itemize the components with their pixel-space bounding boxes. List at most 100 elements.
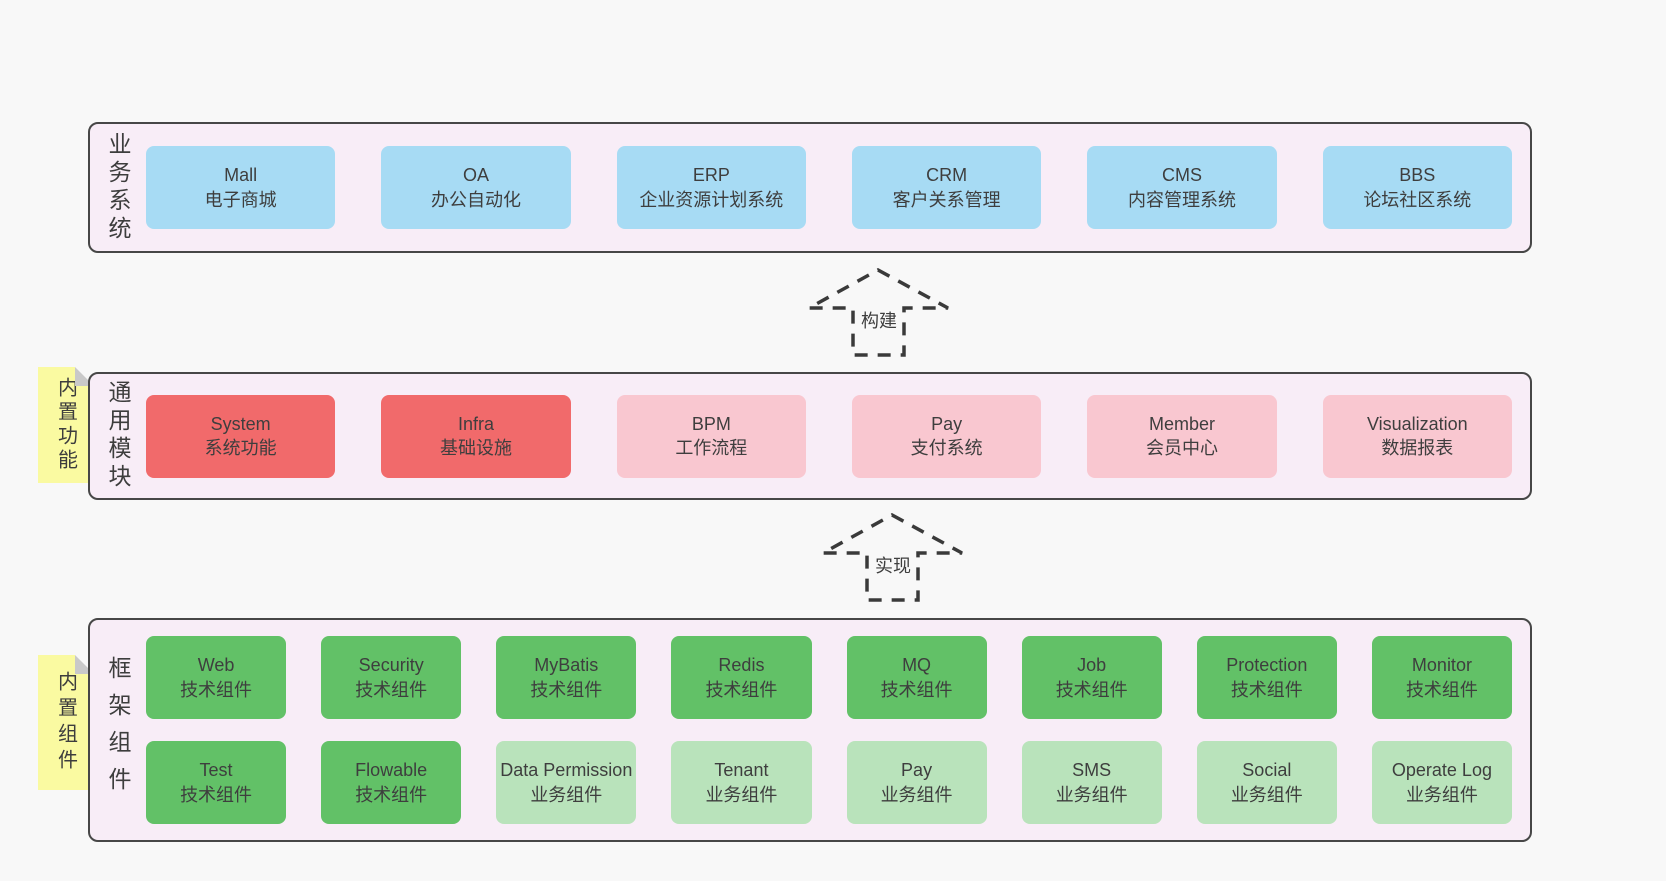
box-flowable: Flowable 技术组件 [321, 741, 462, 824]
layer-label-common-modules: 通用模块 [105, 380, 131, 492]
implement-arrow: 实现 [820, 512, 966, 604]
box-title: ERP [692, 165, 730, 186]
box-pay-module: Pay 支付系统 [851, 394, 1042, 478]
box-subtitle: 电子商城 [204, 189, 277, 210]
box-title: Job [1077, 655, 1107, 676]
box-social: Social 业务组件 [1196, 741, 1337, 824]
box-title: Pay [901, 760, 933, 781]
layer-label-framework-components: 框架组件 [105, 656, 131, 804]
box-pay-component: Pay 业务组件 [846, 741, 987, 824]
box-sms: SMS 业务组件 [1021, 741, 1162, 824]
box-subtitle: 技术组件 [880, 679, 953, 700]
box-subtitle: 技术组件 [180, 784, 253, 805]
box-subtitle: 业务组件 [705, 784, 778, 805]
box-subtitle: 企业资源计划系统 [639, 189, 784, 210]
sticky-tag-label: 内置功能 [54, 377, 77, 473]
box-subtitle: 工作流程 [675, 438, 748, 458]
box-oa: OA 办公自动化 [381, 146, 571, 229]
box-title: Data Permission [500, 760, 633, 781]
box-redis: Redis 技术组件 [671, 636, 812, 719]
common-modules-panel: 通用模块 System 系统功能 Infra 基础设施 BPM 工作流程 Pay… [88, 372, 1532, 500]
sticky-tag-built-in-components: 内置组件 [38, 655, 94, 790]
box-subtitle: 基础设施 [439, 438, 512, 458]
box-subtitle: 技术组件 [1230, 679, 1303, 700]
box-title: Visualization [1366, 413, 1468, 434]
box-subtitle: 业务组件 [880, 784, 953, 805]
box-mall: Mall 电子商城 [146, 146, 336, 229]
box-mq: MQ 技术组件 [846, 636, 987, 719]
box-visualization: Visualization 数据报表 [1322, 394, 1512, 478]
box-title: Operate Log [1391, 760, 1492, 781]
box-protection: Protection 技术组件 [1196, 636, 1337, 719]
box-title: Member [1148, 413, 1215, 434]
box-cms: CMS 内容管理系统 [1087, 146, 1277, 229]
box-subtitle: 内容管理系统 [1127, 189, 1236, 210]
arrow-label-text: 构建 [858, 311, 900, 331]
box-subtitle: 业务组件 [1405, 784, 1478, 805]
box-title: Security [358, 655, 424, 676]
box-subtitle: 技术组件 [355, 679, 428, 700]
box-erp: ERP 企业资源计划系统 [616, 146, 806, 229]
box-subtitle: 技术组件 [180, 679, 253, 700]
box-title: CRM [926, 165, 968, 186]
box-subtitle: 业务组件 [530, 784, 603, 805]
sticky-tag-built-in-features: 内置功能 [38, 367, 94, 483]
arrow-label: 实现 [820, 552, 966, 578]
common-modules-row: System 系统功能 Infra 基础设施 BPM 工作流程 Pay 支付系统… [146, 374, 1530, 498]
box-crm: CRM 客户关系管理 [851, 146, 1042, 229]
box-title: Social [1242, 760, 1292, 781]
box-subtitle: 客户关系管理 [892, 189, 1001, 210]
box-infra: Infra 基础设施 [381, 394, 571, 478]
box-title: MyBatis [534, 655, 599, 676]
box-subtitle: 系统功能 [204, 438, 277, 458]
layer-label-business-systems: 业务系统 [105, 131, 131, 244]
dashed-up-arrow-icon [808, 268, 949, 357]
framework-components-panel: 框架组件 Web 技术组件 Security 技术组件 MyBatis 技术组件… [88, 618, 1532, 842]
box-title: Protection [1226, 655, 1308, 676]
box-title: CMS [1161, 165, 1202, 186]
box-title: Tenant [714, 760, 769, 781]
box-subtitle: 办公自动化 [430, 189, 521, 210]
box-subtitle: 会员中心 [1145, 438, 1218, 458]
business-systems-row: Mall 电子商城 OA 办公自动化 ERP 企业资源计划系统 CRM 客户关系… [146, 124, 1530, 251]
sticky-tag-label: 内置组件 [54, 670, 77, 775]
box-title: Mall [224, 165, 258, 186]
box-subtitle: 技术组件 [1405, 679, 1478, 700]
box-subtitle: 数据报表 [1381, 438, 1454, 458]
box-bpm: BPM 工作流程 [616, 394, 806, 478]
box-subtitle: 技术组件 [1055, 679, 1128, 700]
box-title: SMS [1072, 760, 1112, 781]
box-title: BBS [1399, 165, 1436, 186]
build-arrow: 构建 [806, 267, 952, 359]
box-web: Web 技术组件 [146, 636, 287, 719]
box-job: Job 技术组件 [1021, 636, 1162, 719]
box-title: BPM [691, 413, 731, 434]
box-tenant: Tenant 业务组件 [671, 741, 812, 824]
dashed-up-arrow-icon [822, 513, 963, 602]
box-title: Monitor [1411, 655, 1472, 676]
box-title: Web [197, 655, 235, 676]
box-title: Redis [718, 655, 765, 676]
business-systems-panel: 业务系统 Mall 电子商城 OA 办公自动化 ERP 企业资源计划系统 CRM… [88, 122, 1532, 253]
box-title: MQ [902, 655, 932, 676]
box-subtitle: 论坛社区系统 [1363, 189, 1472, 210]
box-member: Member 会员中心 [1087, 394, 1277, 478]
box-monitor: Monitor 技术组件 [1371, 636, 1512, 719]
box-mybatis: MyBatis 技术组件 [496, 636, 637, 719]
arrow-label: 构建 [806, 307, 952, 333]
box-title: Infra [457, 413, 494, 434]
box-bbs: BBS 论坛社区系统 [1322, 146, 1512, 229]
box-test: Test 技术组件 [146, 741, 287, 824]
box-title: System [210, 413, 271, 434]
box-subtitle: 支付系统 [910, 438, 983, 458]
box-operate-log: Operate Log 业务组件 [1371, 741, 1512, 824]
box-subtitle: 业务组件 [1055, 784, 1128, 805]
box-title: Flowable [355, 760, 428, 781]
box-system: System 系统功能 [146, 394, 336, 478]
box-subtitle: 技术组件 [530, 679, 603, 700]
box-security: Security 技术组件 [321, 636, 462, 719]
box-subtitle: 业务组件 [1230, 784, 1303, 805]
box-title: Test [199, 760, 233, 781]
box-subtitle: 技术组件 [355, 784, 428, 805]
